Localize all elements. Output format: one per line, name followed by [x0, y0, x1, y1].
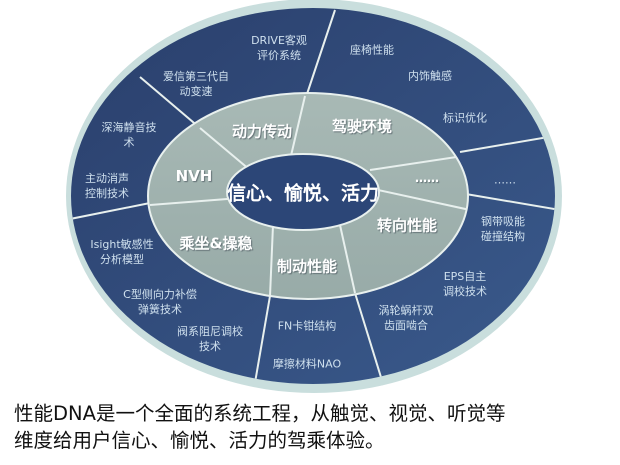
- performance-dna-diagram: 信心、愉悦、活力 动力传动 驾驶环境 …… 转向性能 制动性能 乘坐&操稳 NV…: [66, 0, 562, 393]
- segment-braking: 制动性能: [276, 257, 338, 276]
- segment-driving-environment: 驾驶环境: [331, 117, 393, 136]
- item-active-noise-control: 主动消声 控制技术: [85, 172, 129, 200]
- item-worm-gear: 涡轮蜗杆双 齿面啮合: [378, 304, 434, 332]
- caption: 性能DNA是一个全面的系统工程，从触觉、视觉、听觉等 维度给用户信心、愉悦、活力…: [14, 400, 614, 454]
- item-eps-tuning: EPS自主 调校技术: [443, 270, 487, 298]
- item-damper-tuning: 阀系阻尼调校 技术: [177, 325, 243, 353]
- item-seat-performance: 座椅性能: [350, 43, 394, 57]
- item-fn-caliper: FN卡钳结构: [277, 319, 337, 333]
- item-badge-optimization: 标识优化: [443, 111, 487, 125]
- item-nao-material: 摩擦材料NAO: [272, 357, 342, 371]
- caption-line-1: 性能DNA是一个全面的系统工程，从触觉、视觉、听觉等: [14, 402, 506, 425]
- ellipse-rings: [66, 0, 562, 393]
- item-steel-belt-structure: 钢带吸能 碰撞结构: [481, 215, 525, 243]
- item-interior-touch: 内饰触感: [408, 69, 452, 83]
- segment-powertrain: 动力传动: [231, 122, 293, 141]
- segment-ride-handling: 乘坐&操稳: [179, 234, 253, 253]
- caption-line-2: 维度给用户信心、愉悦、活力的驾乘体验。: [14, 429, 385, 452]
- item-aisin-transmission: 爱信第三代自 动变速: [163, 70, 229, 98]
- segment-more: ……: [415, 171, 439, 185]
- item-deep-sea-silence: 深海静音技 术: [101, 121, 157, 149]
- item-drive-evaluation: DRIVE客观 评价系统: [251, 34, 307, 62]
- core-label: 信心、愉悦、活力: [226, 182, 380, 205]
- segment-nvh: NVH: [175, 167, 213, 185]
- segment-steering: 转向性能: [376, 216, 438, 235]
- item-more: ……: [494, 173, 516, 187]
- item-c-spring: C型侧向力补偿 弹簧技术: [123, 288, 197, 316]
- item-isight-model: Isight敏感性 分析模型: [90, 238, 154, 266]
- core-ellipse: [226, 153, 380, 231]
